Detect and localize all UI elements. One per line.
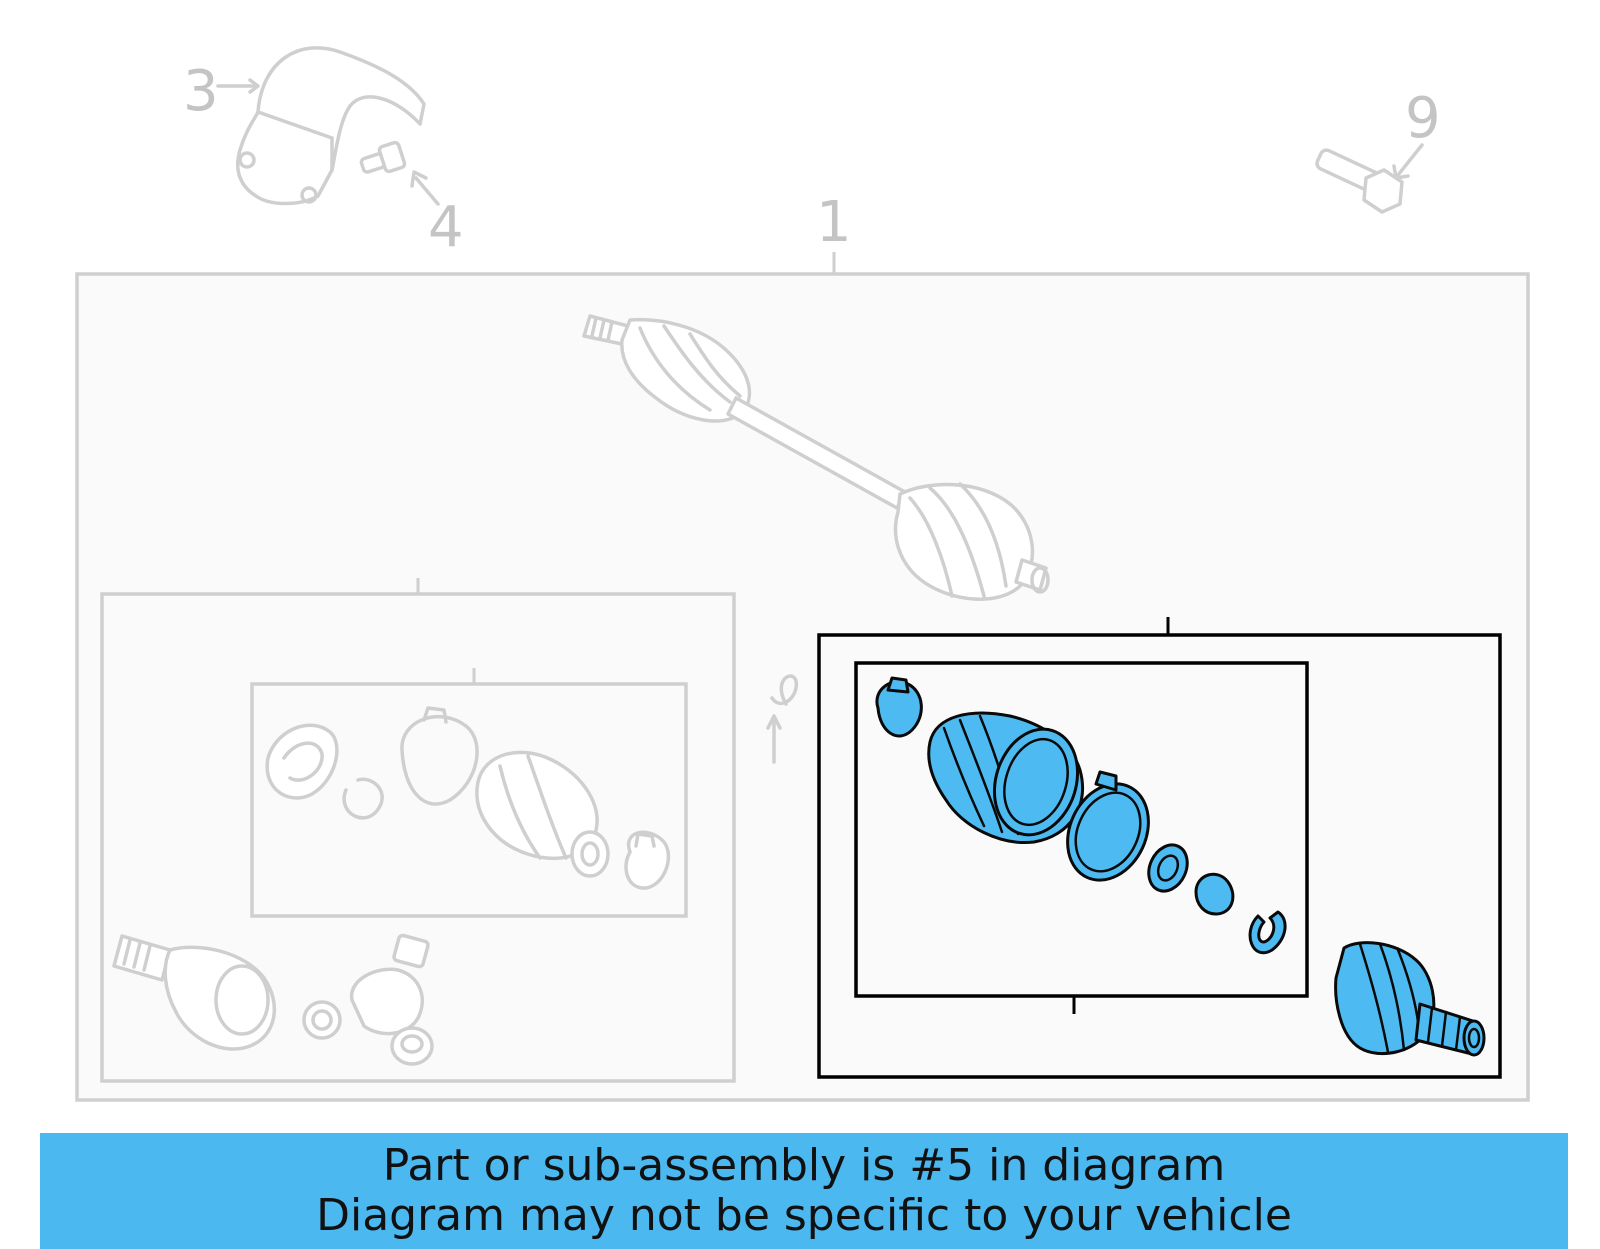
boot-kit-part-8 [265, 706, 671, 890]
notice-banner: Part or sub-assembly is #5 in diagram Di… [40, 1133, 1568, 1249]
banner-line-disclaimer: Diagram may not be specific to your vehi… [316, 1190, 1292, 1241]
subassembly-5-frame [817, 633, 1502, 1079]
cv-joint-kit-part-5 [875, 676, 1486, 1057]
callout-1: 1 [816, 190, 852, 255]
callout-3: 3 [183, 59, 219, 124]
axle-shaft-part-1 [582, 314, 1050, 601]
subassembly-7-frame [854, 661, 1309, 998]
callout-9: 9 [1405, 86, 1441, 151]
banner-line-part-number: Part or sub-assembly is #5 in diagram [382, 1140, 1226, 1191]
bolt-part-9 [1315, 143, 1424, 214]
subassembly-8-frame [250, 682, 688, 918]
bolt-part-4 [359, 140, 440, 206]
heat-shield-part-3 [216, 46, 426, 206]
joint-kit-part-6 [112, 933, 434, 1066]
snap-ring-part-2 [766, 674, 799, 764]
callout-4: 4 [428, 195, 464, 260]
